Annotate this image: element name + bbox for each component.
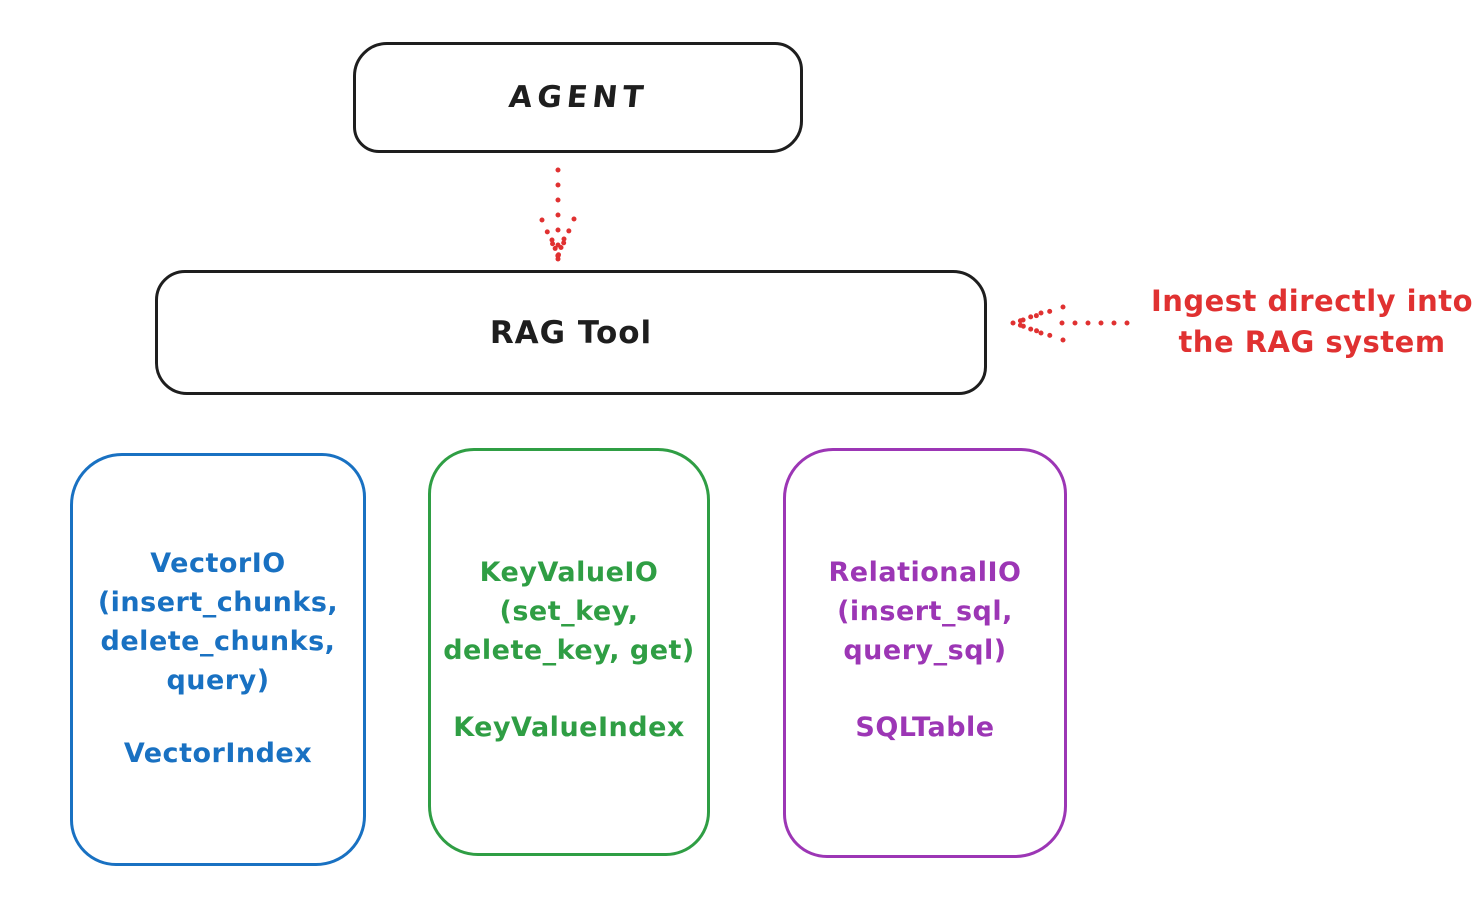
keyvalue-io-index-label: KeyValueIndex [453, 712, 685, 743]
vector-io-title: VectorIO (insert_chunks, delete_chunks, … [97, 548, 339, 696]
ingest-annotation: Ingest directly into the RAG system [1150, 284, 1474, 359]
vector-io-index-label: VectorIndex [123, 738, 313, 769]
agent-node: AGENT [353, 42, 803, 153]
relational-io-node: RelationalIO (insert_sql, query_sql) SQL… [783, 448, 1067, 858]
rag-tool-node: RAG Tool [155, 270, 987, 395]
keyvalue-io-title: KeyValueIO (set_key, delete_key, get) [443, 557, 695, 666]
vector-io-node: VectorIO (insert_chunks, delete_chunks, … [70, 453, 366, 866]
agent-node-label: AGENT [506, 80, 650, 115]
annotation-to-ragtool-arrow [1010, 304, 1130, 343]
relational-io-title: RelationalIO (insert_sql, query_sql) [828, 557, 1022, 666]
keyvalue-io-node: KeyValueIO (set_key, delete_key, get) Ke… [428, 448, 710, 856]
agent-to-ragtool-arrow [539, 167, 577, 262]
rag-tool-node-label: RAG Tool [489, 314, 653, 351]
relational-io-index-label: SQLTable [855, 712, 995, 743]
